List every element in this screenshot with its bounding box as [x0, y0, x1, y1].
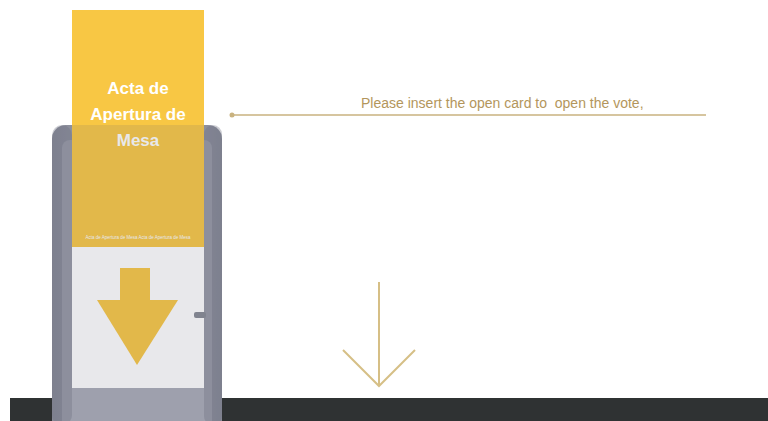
inserted-card: Acta de Apertura de MesaActa de Apertura… [72, 10, 204, 388]
leader-dot [230, 113, 235, 118]
down-arrow-head [343, 350, 415, 386]
machine-slot [194, 312, 206, 318]
card-arrow-head [97, 300, 178, 365]
card-fine-print: Acta de Apertura de Mesa Acta de Apertur… [72, 235, 204, 241]
machine-glass [52, 125, 222, 421]
card-title: Acta de Apertura de Mesa [86, 76, 190, 154]
instruction-text: Please insert the open card to open the … [361, 94, 644, 112]
leader-line [232, 114, 706, 116]
machine-side [204, 125, 222, 421]
down-arrow [378, 282, 380, 386]
card-arrow [72, 10, 204, 388]
machine-side [52, 125, 72, 421]
